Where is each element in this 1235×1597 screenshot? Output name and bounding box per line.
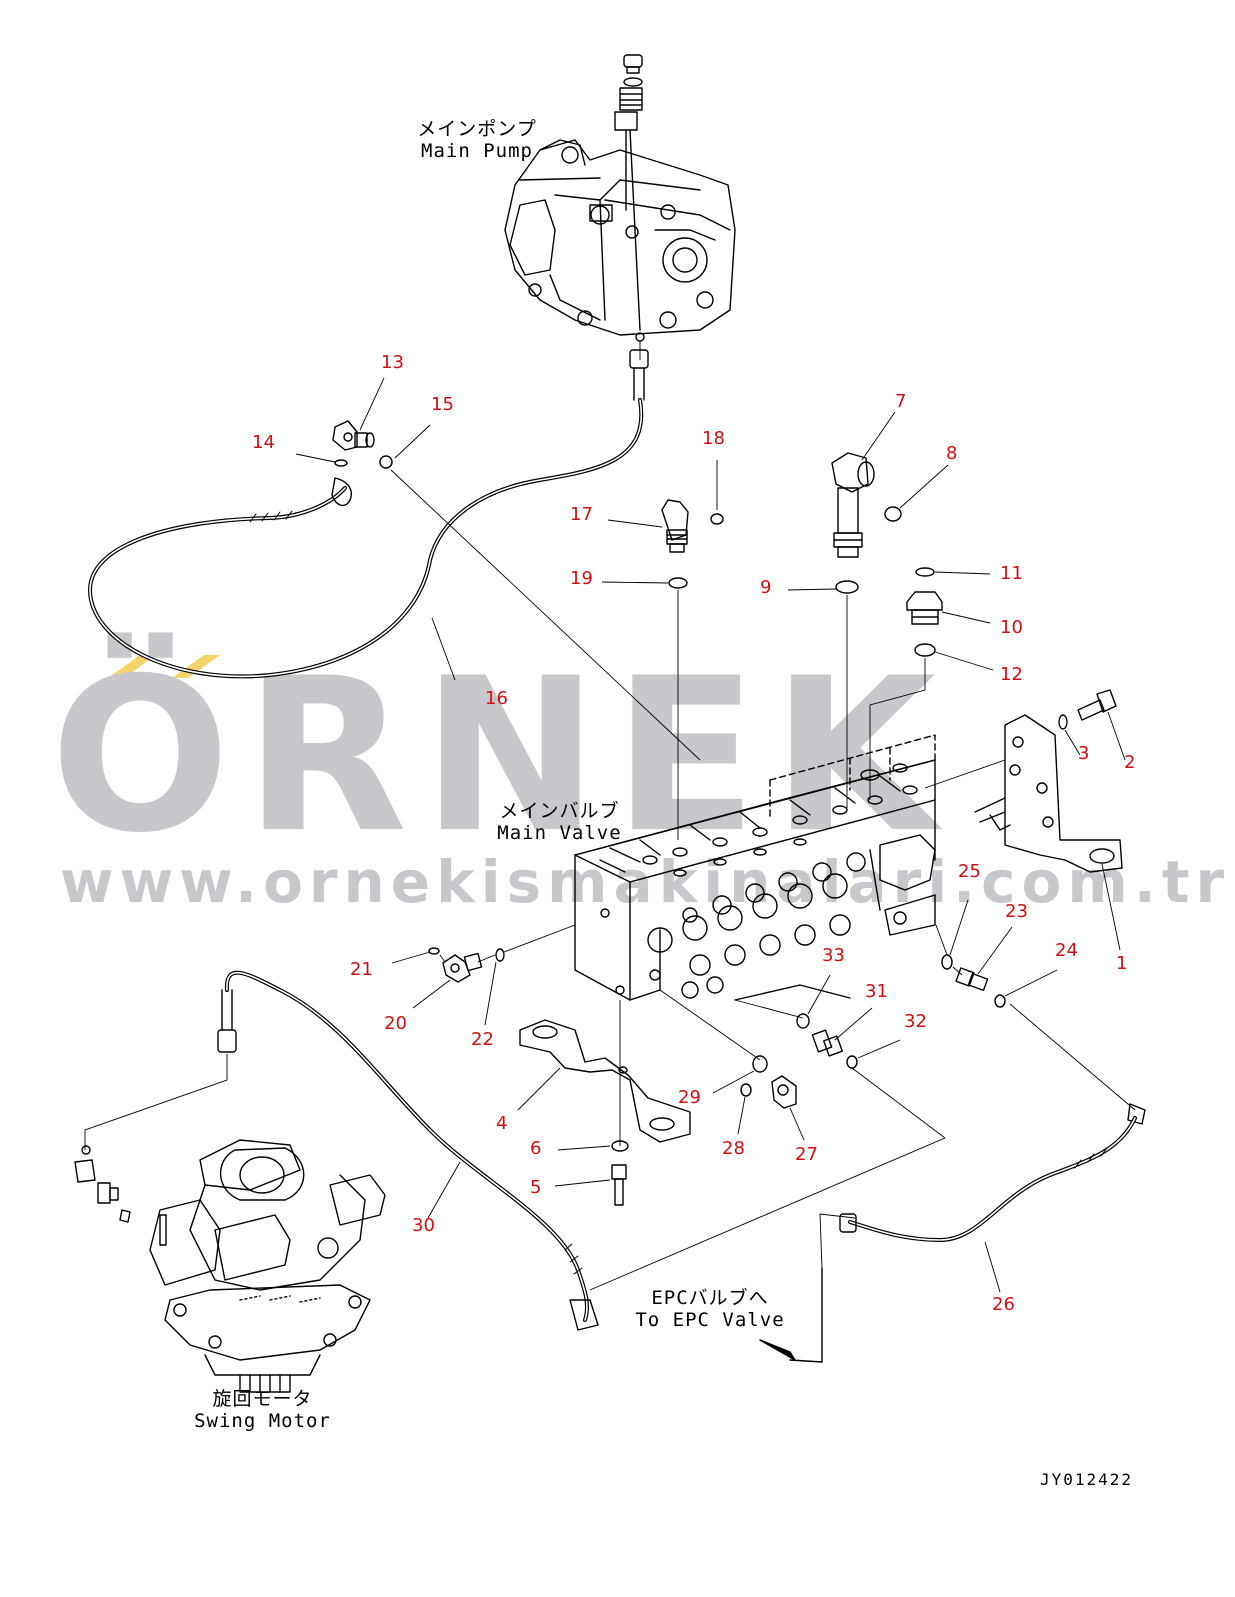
callout-30: 30 (412, 1215, 435, 1236)
fitting-31 (811, 1029, 844, 1057)
callout-28: 28 (722, 1138, 745, 1159)
callout-23: 23 (1005, 901, 1028, 922)
callout-31: 31 (865, 981, 888, 1002)
o-ring-25 (941, 954, 953, 970)
callout-22: 22 (471, 1029, 494, 1050)
main-valve-label: メインバルブ Main Valve (492, 800, 627, 844)
watermark-accent-left (108, 655, 156, 678)
fitting-17 (661, 499, 689, 553)
callout-19: 19 (570, 568, 593, 589)
bracket-4 (519, 1019, 691, 1143)
callout-24: 24 (1055, 940, 1078, 961)
o-ring-8 (884, 506, 902, 522)
main-valve-assembly (574, 734, 936, 1001)
o-ring-15 (379, 455, 393, 469)
main-pump-label-jp: メインポンプ (417, 118, 537, 140)
callout-11: 11 (1000, 563, 1023, 584)
epc-valve-label-jp: EPCバルブへ (651, 1287, 769, 1309)
callout-3: 3 (1078, 743, 1089, 764)
hose-16 (88, 349, 649, 679)
callout-10: 10 (1000, 617, 1023, 638)
callout-26: 26 (992, 1294, 1015, 1315)
callout-12: 12 (1000, 664, 1023, 685)
watermark-url: www.ornekismakinalari.com.tr (60, 848, 1231, 916)
main-pump-label-en: Main Pump (421, 140, 533, 162)
callout-20: 20 (384, 1013, 407, 1034)
watermark-logo: ÖRNEK (50, 632, 950, 879)
callout-5: 5 (530, 1177, 541, 1198)
o-ring-9 (835, 580, 859, 594)
callout-16: 16 (485, 688, 508, 709)
callout-13: 13 (381, 352, 404, 373)
callout-2: 2 (1124, 752, 1135, 773)
swing-motor-label-jp: 旋回モータ (212, 1388, 313, 1410)
callout-33: 33 (822, 945, 845, 966)
o-ring-11 (915, 567, 935, 577)
callout-1: 1 (1116, 953, 1127, 974)
callout-6: 6 (530, 1138, 541, 1159)
elbow-20 (442, 952, 483, 983)
hose-26 (839, 1103, 1146, 1242)
callout-14: 14 (252, 432, 275, 453)
o-ring-12 (914, 643, 936, 657)
o-ring-29 (752, 1055, 768, 1073)
callout-21: 21 (350, 959, 373, 980)
fitting-23 (955, 967, 989, 992)
o-ring-28 (740, 1083, 752, 1097)
main-pump-label: メインポンプ Main Pump (412, 118, 542, 162)
pressure-sensor-7 (831, 452, 875, 558)
callout-18: 18 (702, 428, 725, 449)
main-valve-label-en: Main Valve (497, 822, 622, 844)
epc-valve-label: EPCバルブへ To EPC Valve (625, 1287, 795, 1331)
callout-15: 15 (431, 394, 454, 415)
swing-motor-assembly (149, 1139, 386, 1393)
swing-motor-fitting (74, 1145, 131, 1223)
callout-17: 17 (570, 504, 593, 525)
o-ring-22 (495, 948, 505, 962)
plug-10 (906, 591, 943, 625)
hose-30 (217, 970, 599, 1331)
swing-motor-label: 旋回モータ Swing Motor (190, 1388, 335, 1432)
o-ring-19 (668, 577, 688, 589)
callout-4: 4 (496, 1113, 507, 1134)
bracket-1 (974, 714, 1123, 873)
callout-27: 27 (795, 1144, 818, 1165)
washer-3 (1058, 714, 1068, 730)
bolt-2 (1077, 689, 1117, 721)
callout-7: 7 (895, 391, 906, 412)
o-ring-14 (334, 459, 348, 467)
epc-arrow (789, 1267, 823, 1363)
o-ring-21 (428, 947, 440, 955)
o-ring-33 (796, 1013, 810, 1029)
main-pump-assembly (504, 54, 736, 342)
epc-valve-label-en: To EPC Valve (635, 1309, 785, 1331)
o-ring-24 (994, 994, 1006, 1008)
callout-25: 25 (958, 861, 981, 882)
o-ring-18 (710, 513, 724, 525)
drawing-id: JY012422 (1040, 1470, 1134, 1489)
swing-motor-label-en: Swing Motor (194, 1410, 331, 1432)
fitting-13 (332, 420, 375, 451)
main-valve-label-jp: メインバルブ (499, 800, 620, 822)
o-ring-32 (846, 1055, 858, 1069)
watermark-accent-right (172, 655, 220, 678)
callout-8: 8 (946, 443, 957, 464)
callout-32: 32 (904, 1011, 927, 1032)
callout-29: 29 (678, 1087, 701, 1108)
fitting-27 (771, 1075, 797, 1109)
bolt-5 (611, 1164, 627, 1206)
callout-9: 9 (760, 577, 771, 598)
